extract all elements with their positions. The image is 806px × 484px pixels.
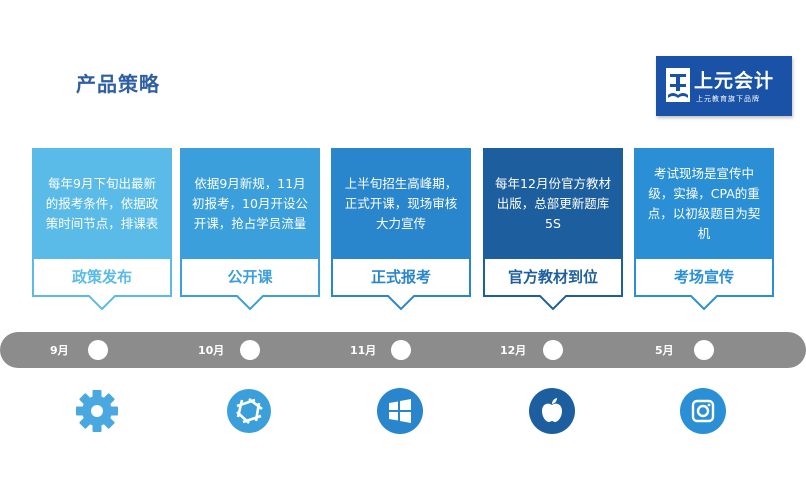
windows-icon <box>377 388 423 434</box>
stage-description: 上半旬招生高峰期，正式开课，现场审核大力宣传 <box>331 148 471 259</box>
timeline-month: 11月 <box>350 344 377 357</box>
pointer-arrow <box>88 295 116 311</box>
stage-card: 每年12月份官方教材出版，总部更新题库5S 官方教材到位 <box>483 148 623 311</box>
pointer-arrow <box>387 295 415 311</box>
gear-icon <box>76 390 118 432</box>
page-title: 产品策略 <box>76 72 160 96</box>
stage-card: 依据9月新规，11月初报考，10月开设公开课，抢占学员流量 公开课 <box>180 148 320 311</box>
stage-label: 官方教材到位 <box>483 259 623 297</box>
camera-shutter-icon <box>227 389 271 433</box>
stage-label: 政策发布 <box>32 259 172 297</box>
stage-card: 上半旬招生高峰期，正式开课，现场审核大力宣传 正式报考 <box>331 148 471 311</box>
apple-icon <box>529 388 575 434</box>
instagram-icon <box>680 388 726 434</box>
timeline-month: 9月 <box>50 344 69 357</box>
timeline-month: 12月 <box>500 344 527 357</box>
timeline-dot <box>391 340 411 360</box>
logo-slogan: 上元教育旗下品牌 <box>696 95 760 103</box>
brand-logo: 上元会计 上元教育旗下品牌 <box>656 56 792 116</box>
timeline-dot <box>694 340 714 360</box>
stage-card: 考试现场是宣传中级，实操，CPA的重点，以初级题目为契机 考场宣传 <box>634 148 774 311</box>
stage-label: 公开课 <box>180 259 320 297</box>
stage-description: 依据9月新规，11月初报考，10月开设公开课，抢占学员流量 <box>180 148 320 259</box>
pointer-arrow <box>539 295 567 311</box>
stage-card: 每年9月下旬出最新的报考条件，依据政策时间节点，排课表 政策发布 <box>32 148 172 311</box>
stage-description: 每年9月下旬出最新的报考条件，依据政策时间节点，排课表 <box>32 148 172 259</box>
timeline-month: 5月 <box>655 344 674 357</box>
timeline-dot <box>88 340 108 360</box>
pointer-arrow <box>690 295 718 311</box>
logo-name: 上元会计 <box>694 70 775 92</box>
timeline-dot <box>240 340 260 360</box>
stage-label: 考场宣传 <box>634 259 774 297</box>
stage-label: 正式报考 <box>331 259 471 297</box>
pointer-arrow <box>236 295 264 311</box>
stage-description: 每年12月份官方教材出版，总部更新题库5S <box>483 148 623 259</box>
timeline-month: 10月 <box>198 344 225 357</box>
book-icon <box>666 68 690 102</box>
timeline-dot <box>543 340 563 360</box>
stage-description: 考试现场是宣传中级，实操，CPA的重点，以初级题目为契机 <box>634 148 774 259</box>
